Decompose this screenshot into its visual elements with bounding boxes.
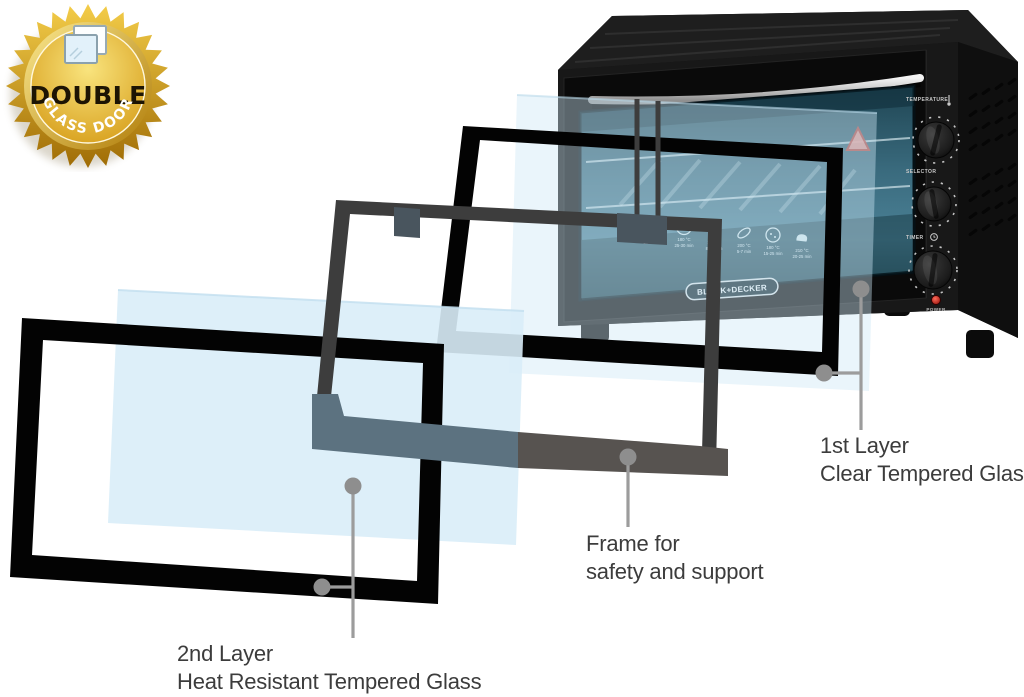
frame-mount-rails	[634, 99, 661, 226]
baguette-icon: 200 °C5-7 min	[737, 227, 752, 254]
callout-dot-second-layer	[344, 477, 362, 495]
double-glass-door-badge: DOUBLE GLASS DOOR	[6, 4, 170, 168]
label-line: Heat Resistant Tempered Glass	[177, 669, 482, 694]
svg-text:5-7 min: 5-7 min	[737, 249, 752, 254]
svg-text:15-25 min: 15-25 min	[763, 251, 783, 256]
selector-knob[interactable]	[911, 181, 957, 227]
timer-knob[interactable]	[908, 245, 958, 295]
frame-bracket	[394, 207, 420, 238]
double-glass-pane-icon	[64, 25, 107, 64]
oven-foot	[966, 330, 994, 358]
thermometer-icon	[947, 95, 951, 106]
oven-side	[958, 42, 1018, 338]
label-line: Clear Tempered Glass	[820, 461, 1024, 486]
label-frame-support: Frame for safety and support	[586, 530, 764, 586]
svg-text:20-25 min: 20-25 min	[792, 254, 812, 259]
second-layer-door-frame	[10, 318, 444, 604]
svg-text:180 °C: 180 °C	[677, 237, 690, 242]
svg-text:25-30 min: 25-30 min	[674, 243, 694, 248]
label-line: 1st Layer	[820, 433, 909, 458]
frame-bracket	[617, 213, 667, 245]
callouts	[313, 280, 870, 638]
pizza-icon: 180 °C15-25 min	[763, 227, 783, 256]
timer-icon	[930, 233, 938, 241]
label-first-layer: 1st Layer Clear Tempered Glass	[820, 432, 1024, 488]
roast-icon: 210 °C20-25 min	[792, 234, 812, 259]
temperature-label: TEMPERATURE	[906, 97, 948, 103]
selector-label: SELECTOR	[906, 169, 936, 175]
callout-dot-support-frame	[619, 448, 637, 466]
label-line: 2nd Layer	[177, 641, 274, 666]
svg-text:210 °C: 210 °C	[795, 248, 808, 253]
hot-surface-warning-icon	[845, 125, 871, 151]
callout-dot-second-layer-frame	[313, 578, 331, 596]
callout-dot-first-layer-frame	[815, 364, 833, 382]
power-label: POWER	[926, 307, 946, 312]
badge-title: DOUBLE	[29, 81, 146, 110]
svg-text:180 °C: 180 °C	[766, 245, 779, 250]
first-layer-glass-pane	[509, 94, 878, 391]
label-second-layer: 2nd Layer Heat Resistant Tempered Glass	[177, 640, 482, 696]
label-line: Frame for	[586, 531, 680, 556]
timer-label: TIMER	[906, 235, 924, 241]
svg-text:200 °C: 200 °C	[737, 243, 750, 248]
power-led	[931, 295, 941, 305]
label-line: safety and support	[586, 559, 764, 584]
callout-dot-first-layer	[852, 280, 870, 298]
glass-reflections	[618, 158, 857, 216]
control-panel: TEMPERATURE SELECTOR TIMER	[906, 95, 960, 312]
temperature-knob[interactable]	[912, 116, 960, 164]
glass-top-shadow	[580, 86, 914, 132]
oven-top-ridges	[574, 19, 959, 63]
